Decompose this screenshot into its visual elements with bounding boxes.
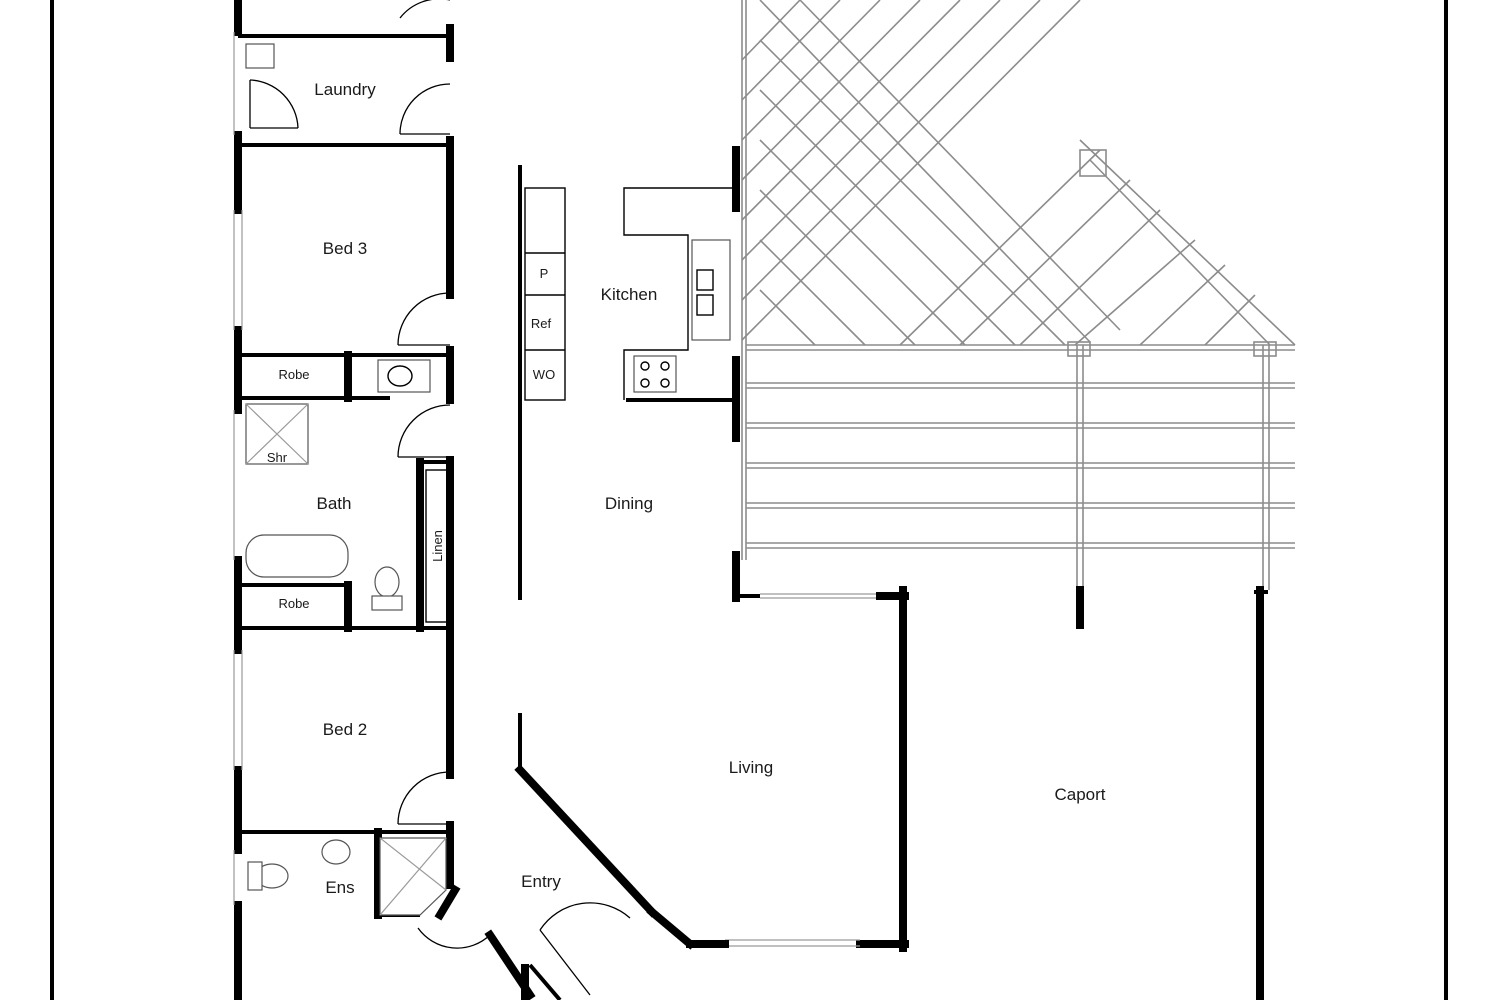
ens-basin-icon — [321, 839, 351, 865]
kitchen-cabinetry — [524, 187, 736, 401]
room-labels: Laundry Bed 3 Kitchen P Ref WO Robe Shr … — [267, 80, 1106, 897]
laundry-tub-icon — [245, 43, 275, 69]
caport-label: Caport — [1054, 785, 1105, 804]
linen-label: Linen — [430, 530, 445, 562]
ensuite-label: Ens — [325, 878, 354, 897]
living-label: Living — [729, 758, 773, 777]
laundry-label: Laundry — [314, 80, 376, 99]
door-swings — [249, 0, 631, 996]
bed3-label: Bed 3 — [323, 239, 367, 258]
ref-label: Ref — [531, 316, 552, 331]
wo-label: WO — [533, 367, 555, 382]
kitchen-label: Kitchen — [601, 285, 658, 304]
exterior-walls — [233, 0, 1268, 1000]
bed2-label: Bed 2 — [323, 720, 367, 739]
robe-upper-label: Robe — [278, 367, 309, 382]
bathroom-fixtures — [245, 43, 449, 916]
page-border — [50, 0, 1448, 1000]
pergola-hatch — [741, 0, 1296, 590]
cooktop-icon — [633, 355, 677, 393]
shower-label: Shr — [267, 450, 288, 465]
bath-label: Bath — [317, 494, 352, 513]
entry-label: Entry — [521, 872, 561, 891]
bathtub-icon — [245, 534, 349, 578]
robe-lower-label: Robe — [278, 596, 309, 611]
pantry-label: P — [540, 266, 549, 281]
dining-label: Dining — [605, 494, 653, 513]
toilet-icon — [374, 566, 400, 598]
vanity-icon — [377, 359, 431, 393]
